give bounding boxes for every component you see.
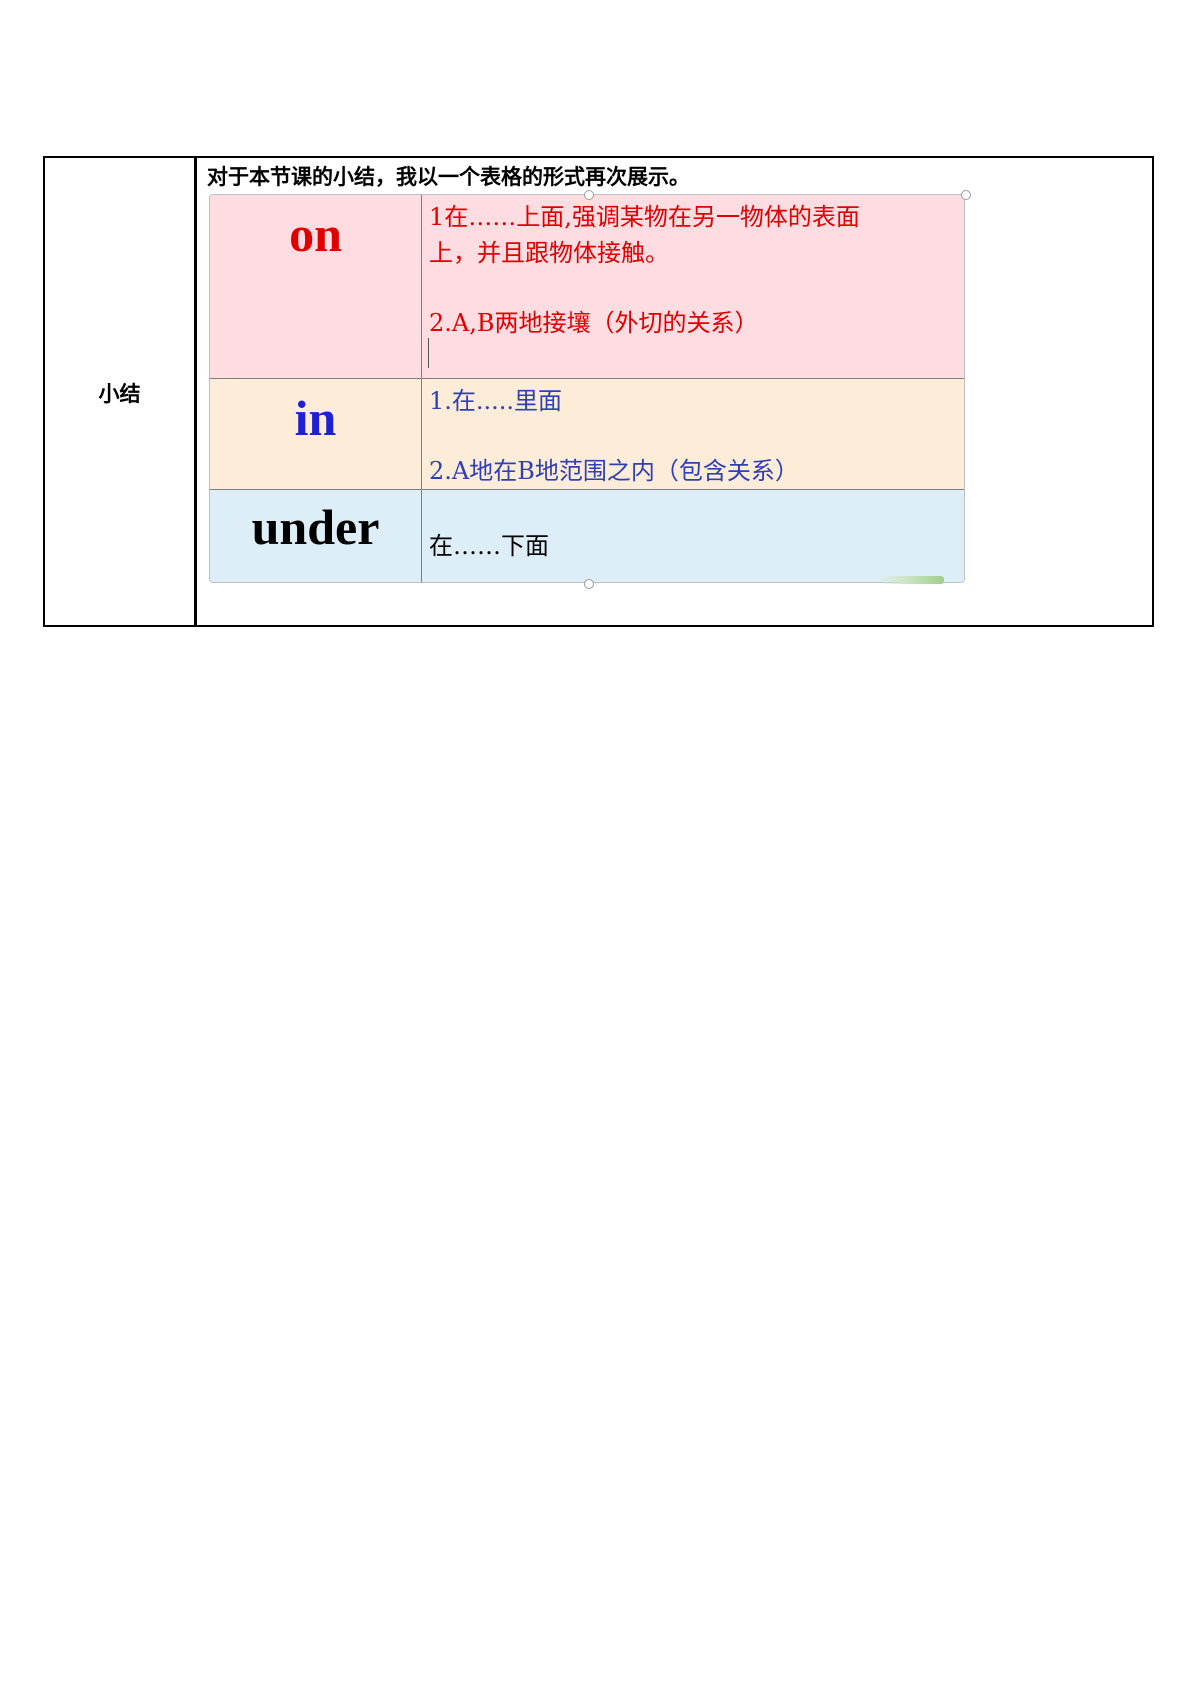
resize-handle-bottom[interactable] [584,579,594,589]
definition-in-line-1: 1.在.....里面 [429,387,563,415]
text-cursor [428,338,429,368]
definition-on-line-1: 1在……上面,强调某物在另一物体的表面 [429,203,860,231]
definition-cell-in: 1.在.....里面 2.A地在B地范围之内（包含关系） [422,379,964,489]
definition-on-line-2: 上，并且跟物体接触。 [429,239,669,267]
section-label-cell: 小结 [45,158,197,625]
definition-on-line-3: 2.A,B两地接壤（外切的关系） [429,309,759,337]
summary-row-under: under 在……下面 [210,490,964,582]
summary-intro: 对于本节课的小结，我以一个表格的形式再次展示。 [207,165,690,189]
word-on: on [289,206,342,262]
word-cell-under: under [210,490,422,582]
word-in: in [294,390,337,446]
word-cell-in: in [210,379,422,489]
summary-row-on: on 1在……上面,强调某物在另一物体的表面 上，并且跟物体接触。 2.A,B两… [210,195,964,379]
section-label: 小结 [98,382,141,406]
definition-cell-under: 在……下面 [422,490,964,582]
resize-handle-top-right[interactable] [961,190,971,200]
word-cell-on: on [210,195,422,378]
definition-under-line-1: 在……下面 [429,532,549,560]
resize-handle-top[interactable] [584,190,594,200]
summary-row-in: in 1.在.....里面 2.A地在B地范围之内（包含关系） [210,379,964,490]
image-corner-decoration [878,576,944,584]
definition-cell-on: 1在……上面,强调某物在另一物体的表面 上，并且跟物体接触。 2.A,B两地接壤… [422,195,964,378]
word-under: under [251,499,380,555]
section-content-cell: 对于本节课的小结，我以一个表格的形式再次展示。 on 1在……上面,强调某物在另… [197,158,1152,625]
summary-table-image[interactable]: on 1在……上面,强调某物在另一物体的表面 上，并且跟物体接触。 2.A,B两… [209,194,965,583]
lesson-plan-table: 小结 对于本节课的小结，我以一个表格的形式再次展示。 on 1在……上面,强调某… [43,156,1154,627]
definition-in-line-2: 2.A地在B地范围之内（包含关系） [429,457,799,485]
